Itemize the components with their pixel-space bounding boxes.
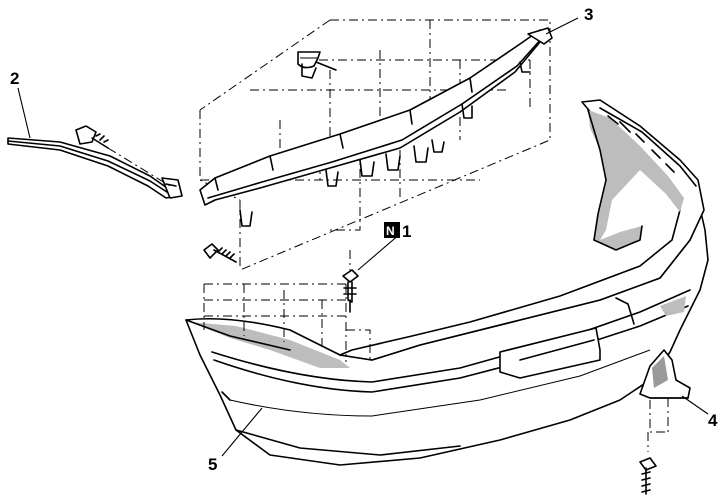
new-part-badge [384, 222, 400, 238]
screw-lower [639, 457, 657, 495]
callout-5: 5 [208, 455, 217, 474]
callout-4: 4 [708, 411, 718, 430]
callout-3: 3 [584, 5, 593, 24]
leader-2 [17, 87, 31, 139]
leader-3 [545, 17, 579, 35]
new-part-badge-label: N [386, 224, 395, 238]
retainer-clip-top [297, 51, 337, 79]
leader-4 [681, 395, 709, 415]
alignment-lines-fascia [203, 250, 371, 362]
bolt-side [75, 125, 171, 187]
fastener-clip-1 [342, 269, 359, 313]
leader-1 [357, 233, 401, 271]
lower-side-bracket [639, 349, 691, 452]
side-bracket [7, 137, 183, 199]
callout-1: 1 [402, 222, 411, 241]
screw-reinforcement [203, 243, 237, 263]
leader-5 [221, 407, 263, 457]
callout-2: 2 [10, 69, 19, 88]
bumper-reinforcement [199, 27, 553, 227]
bumper-fascia [185, 99, 709, 466]
